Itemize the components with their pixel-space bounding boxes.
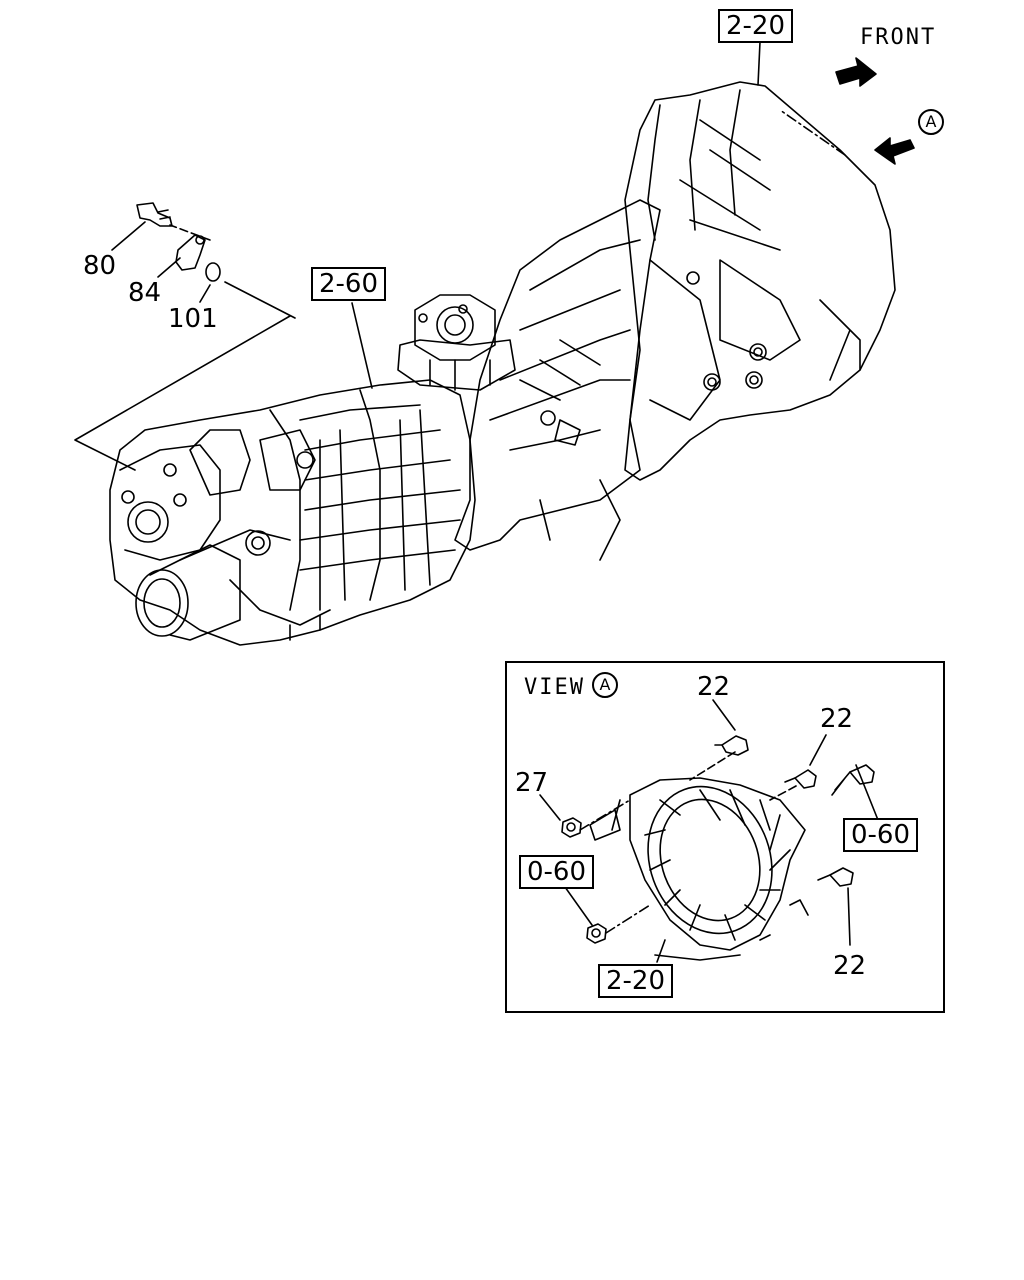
part-27-label: 27 [515, 768, 549, 798]
part-101-label: 101 [168, 304, 218, 334]
nut-27-icon [561, 817, 582, 838]
view-a-marker: A [918, 109, 944, 135]
bolt-22-long-icon [849, 764, 875, 785]
part-22-bottom-label: 22 [833, 951, 867, 981]
leader-lines [74, 41, 846, 471]
part-80-label: 80 [83, 251, 117, 281]
bolt-22-top-icon [721, 735, 749, 756]
view-a-arrow-icon [874, 137, 915, 165]
view-a-housing [611, 777, 809, 961]
ref-2-60-main: 2-60 [311, 267, 387, 301]
bolt-22-mid-icon [794, 769, 817, 789]
front-arrow-icon [835, 57, 877, 87]
part-22-top-label: 22 [697, 672, 731, 702]
part-84-label: 84 [128, 278, 162, 308]
bolt-80-icon [136, 202, 173, 227]
ref-0-60-left: 0-60 [519, 855, 595, 889]
transfer-case [109, 379, 476, 646]
bolt-22-low-icon [829, 867, 854, 887]
bell-housing [624, 81, 896, 481]
view-a-title-marker: A [592, 672, 618, 698]
view-a-panel [505, 661, 945, 1013]
oring-101-icon [205, 262, 221, 282]
speedometer-parts [136, 202, 221, 282]
sleeve-84-icon [175, 234, 206, 271]
main-case [454, 199, 661, 561]
view-a-leader-lines [539, 699, 879, 963]
shift-tower [397, 294, 516, 391]
front-label: FRONT [860, 25, 937, 50]
view-a-title: VIEW [524, 675, 585, 700]
ref-2-20-main: 2-20 [718, 9, 794, 43]
ref-0-60-right: 0-60 [843, 818, 919, 852]
nut-0-60-icon [586, 923, 607, 944]
view-a-fasteners [561, 735, 875, 944]
part-22-mid-label: 22 [820, 704, 854, 734]
ref-2-20-view: 2-20 [598, 964, 674, 998]
